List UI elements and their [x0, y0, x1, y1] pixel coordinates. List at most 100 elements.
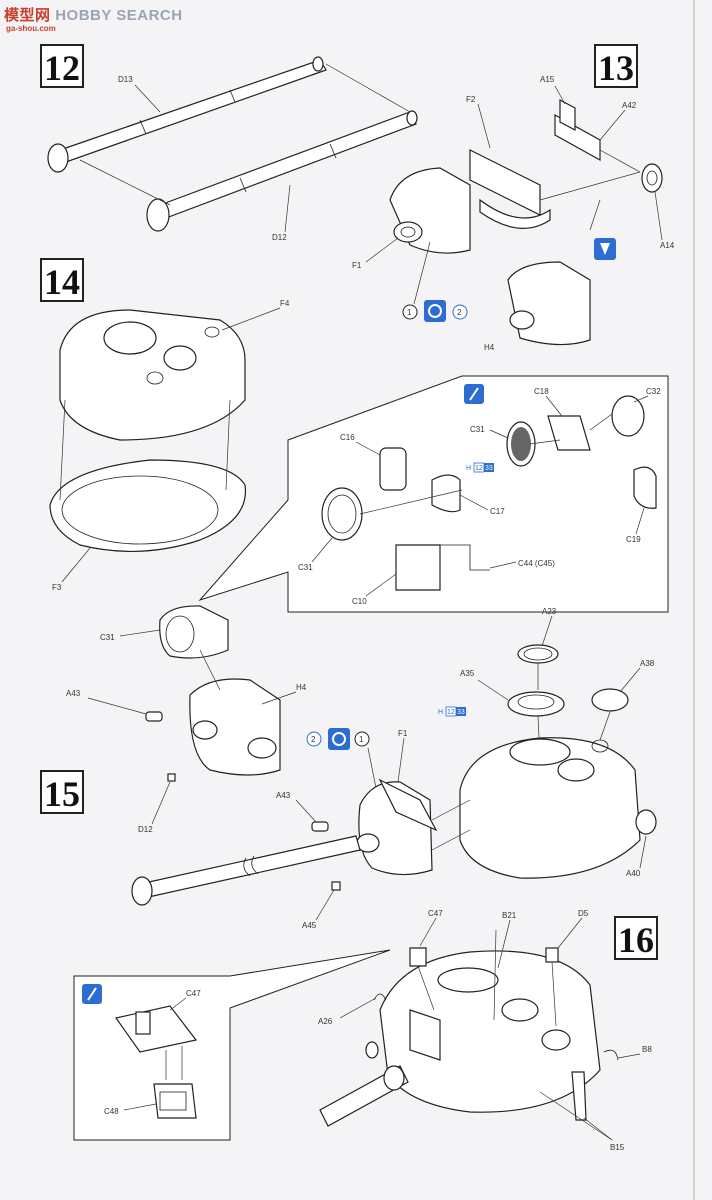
label-c48: C48	[104, 1107, 119, 1116]
label-c44: C44 (C45)	[518, 559, 555, 568]
label-f3: F3	[52, 583, 62, 592]
svg-text:12: 12	[475, 465, 483, 472]
part-c17	[431, 474, 461, 513]
part-a14	[641, 163, 663, 193]
part-c31-top	[506, 421, 536, 467]
label-f1-15: F1	[398, 729, 408, 738]
label-a45: A45	[302, 921, 317, 930]
part-c19	[633, 466, 657, 509]
label-d12-15: D12	[138, 825, 153, 834]
label-a43-a: A43	[66, 689, 81, 698]
svg-text:1: 1	[407, 308, 412, 317]
svg-text:33: 33	[457, 709, 465, 716]
svg-text:1: 1	[359, 735, 364, 744]
mantlet-h4-preview	[507, 261, 591, 346]
watermark: 模型网 HOBBY SEARCH	[4, 7, 183, 24]
svg-text:H: H	[466, 465, 471, 472]
part-c44	[440, 544, 490, 571]
paint-ref-1: H 12 33	[466, 462, 494, 473]
label-b21: B21	[502, 911, 517, 920]
label-c18: C18	[534, 387, 549, 396]
rotate-icon	[424, 300, 446, 322]
hatch-a38	[591, 688, 629, 712]
label-c47-inset: C47	[186, 989, 201, 998]
gun-barrel-15	[131, 835, 361, 906]
bracket-a15	[554, 99, 601, 162]
step-number-15: 15	[40, 770, 84, 814]
barrel-d12	[146, 110, 418, 232]
svg-text:33: 33	[485, 465, 493, 472]
part-c48	[153, 1083, 197, 1119]
barrel-d13	[47, 56, 327, 173]
label-f2: F2	[466, 95, 476, 104]
step-number-16: 16	[614, 916, 658, 960]
part-b15	[571, 1071, 587, 1121]
pin-a45	[331, 881, 341, 891]
periscope-c31-assembly	[159, 605, 229, 659]
part-c10	[395, 544, 441, 591]
gun-mount-f2	[469, 149, 551, 229]
part-c47-top	[409, 947, 427, 967]
turret-final	[379, 950, 601, 1113]
part-a26	[373, 993, 387, 1001]
label-a38: A38	[640, 659, 655, 668]
label-d5: D5	[578, 909, 589, 918]
label-f1: F1	[352, 261, 362, 270]
svg-text:H: H	[438, 709, 443, 716]
label-c32: C32	[646, 387, 661, 396]
pin-a43-b	[311, 821, 329, 832]
step-number-13: 13	[594, 44, 638, 88]
part-d5	[545, 947, 559, 963]
part-c31-left	[321, 487, 363, 541]
sequence-circle-2b	[306, 731, 322, 747]
inset-callout	[73, 949, 391, 1141]
label-c19: C19	[626, 535, 641, 544]
step-number-12: 12	[40, 44, 84, 88]
label-b15: B15	[610, 1143, 625, 1152]
label-a15: A15	[540, 75, 555, 84]
label-c31-top: C31	[470, 425, 485, 434]
pin-a43-a	[145, 711, 163, 722]
label-b8: B8	[642, 1045, 652, 1054]
part-c32	[611, 395, 645, 437]
cap-a40	[635, 809, 657, 835]
part-c47-inset	[114, 1005, 198, 1053]
label-h4-13: H4	[484, 343, 495, 352]
rotate-icon-2	[328, 728, 350, 750]
part-b8	[603, 1049, 619, 1061]
gun-barrel-16	[319, 1041, 409, 1127]
sequence-circle-1b	[354, 731, 370, 747]
svg-text:2: 2	[311, 735, 316, 744]
paint-ref-2: H 12 33	[438, 706, 466, 717]
label-h4-15: H4	[296, 683, 307, 692]
label-a35: A35	[460, 669, 475, 678]
periscope-c16	[379, 447, 407, 491]
part-c18	[547, 415, 591, 451]
label-c31-sub: C31	[100, 633, 115, 642]
sequence-circle-1	[402, 304, 418, 320]
mantlet-h4-15	[189, 678, 281, 776]
step-number-14: 14	[40, 258, 84, 302]
hatch-a23	[517, 644, 559, 664]
label-a42: A42	[622, 101, 637, 110]
label-a26: A26	[318, 1017, 333, 1026]
label-d12: D12	[272, 233, 287, 242]
label-f4: F4	[280, 299, 290, 308]
label-c10: C10	[352, 597, 367, 606]
mantlet-f1-15	[356, 778, 438, 876]
turret-top-f4	[59, 309, 246, 441]
label-c17: C17	[490, 507, 505, 516]
label-a43-b: A43	[276, 791, 291, 800]
label-a14: A14	[660, 241, 675, 250]
label-a23: A23	[542, 607, 557, 616]
label-c16: C16	[340, 433, 355, 442]
label-c31-left: C31	[298, 563, 313, 572]
svg-text:2: 2	[457, 308, 462, 317]
sequence-circle-2	[452, 304, 468, 320]
svg-text:12: 12	[447, 709, 455, 716]
turret-body	[459, 737, 641, 879]
watermark-url: ga-shou.com	[6, 24, 56, 33]
label-d13: D13	[118, 75, 133, 84]
